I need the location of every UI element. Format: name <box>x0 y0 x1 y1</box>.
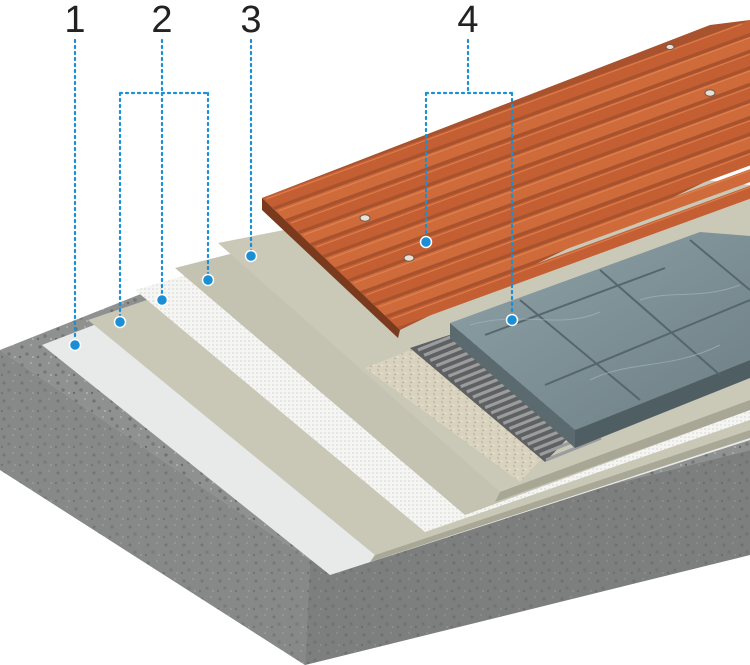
callout-dots <box>68 235 519 352</box>
membrane-layer-top-edge <box>495 400 750 502</box>
callout-dot-2b <box>155 293 169 307</box>
decking-board <box>287 53 750 232</box>
leader-2 <box>118 38 210 324</box>
callout-numbers: 1 2 3 4 <box>64 0 478 41</box>
decking-board <box>337 119 750 280</box>
decking-board <box>362 152 750 304</box>
board-highlight <box>328 103 750 260</box>
callout-dot-2c <box>201 273 215 287</box>
decking-screws <box>359 43 716 262</box>
membrane-layer-lower-edge <box>370 430 750 562</box>
callout-dot-3 <box>244 249 258 263</box>
decking-board <box>299 69 750 244</box>
label-4: 4 <box>457 0 478 41</box>
decking-board <box>324 102 750 268</box>
callout-dot-2a <box>113 315 127 329</box>
board-highlight <box>366 153 750 296</box>
decking-board <box>262 20 750 208</box>
callout-dot-4a <box>419 235 433 249</box>
board-highlight <box>303 70 750 236</box>
callout-dot-4b <box>505 313 519 327</box>
board-highlight <box>315 86 750 248</box>
decking-board <box>349 136 750 292</box>
decking-board <box>374 169 750 316</box>
label-2: 2 <box>151 0 172 41</box>
callout-dot-1 <box>68 338 82 352</box>
decking-board <box>387 185 750 328</box>
label-1: 1 <box>64 0 85 41</box>
adhesive-rib <box>545 436 602 462</box>
board-highlight <box>391 186 750 320</box>
board-highlight <box>290 53 750 224</box>
leader-lines <box>73 38 514 347</box>
label-3: 3 <box>240 0 261 41</box>
board-highlight <box>265 23 743 200</box>
board-highlight <box>353 136 750 284</box>
decking-board <box>312 86 750 256</box>
leader-4 <box>424 38 514 322</box>
board-highlight <box>278 37 750 212</box>
board-highlight <box>378 169 750 308</box>
